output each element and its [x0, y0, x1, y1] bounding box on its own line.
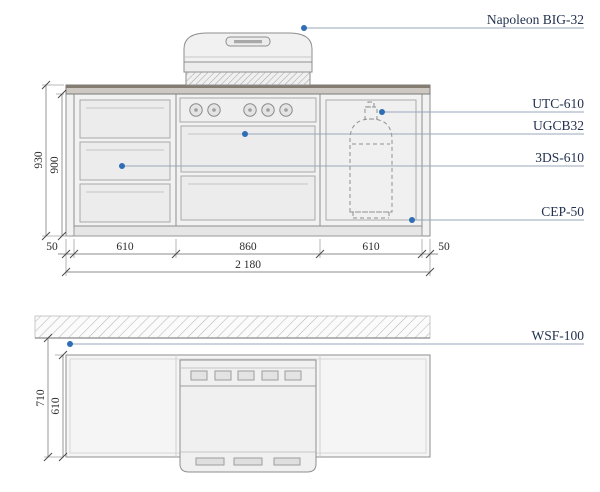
burner-cap: [214, 370, 232, 381]
leader-dot: [67, 341, 73, 347]
depth-dimensions: 710 610: [35, 333, 68, 462]
countertop: [65, 84, 431, 95]
leader-dot: [379, 109, 385, 115]
wsf-leader: WSF-100: [67, 328, 584, 347]
grill-hood: [183, 32, 313, 86]
drawer-front: [79, 99, 171, 139]
cabinet-door: [325, 99, 417, 221]
burner-cap: [284, 370, 302, 381]
dim-total-height: 930: [33, 151, 45, 169]
right-end-panel: [421, 93, 431, 237]
left-end-panel: [65, 93, 75, 237]
front-elevation-view: 930 900 50 610 860 610 50 2 18: [33, 12, 584, 277]
wall-section: [34, 315, 431, 339]
dim-wall-to-front: 710: [35, 389, 47, 407]
dim-left-cabinet: 610: [116, 241, 134, 253]
front-vents: [195, 457, 301, 466]
drawer-front: [79, 141, 171, 181]
dim-right-cabinet: 610: [362, 241, 380, 253]
dim-right-end: 50: [438, 241, 450, 253]
wall-hatch: [35, 316, 430, 338]
drawer-front: [180, 175, 316, 221]
dim-counter-depth: 610: [50, 397, 62, 415]
drawer-front: [180, 125, 316, 173]
bottle-valve: [364, 106, 378, 120]
label-drawer-cabinet: 3DS-610: [535, 150, 584, 165]
dim-total-width: 2 180: [235, 259, 261, 271]
drawer-front: [79, 183, 171, 223]
height-dimensions: 930 900: [33, 80, 72, 241]
hood-base-band: [183, 61, 313, 73]
dim-center-cabinet: 860: [239, 241, 257, 253]
leader-dot: [409, 217, 415, 223]
hood-dome: [183, 32, 313, 63]
grill-cart-cabinet: [175, 93, 321, 227]
leader-dot: [242, 131, 248, 137]
leader-dot: [119, 163, 125, 169]
dim-left-end: 50: [46, 241, 58, 253]
vent-slot: [273, 457, 301, 466]
right-utility-cabinet: [319, 93, 423, 227]
part-leaders: Napoleon BIG-32 UTC-610 UGCB32 3DS-610 C…: [119, 12, 584, 223]
vent-slot: [233, 457, 263, 466]
label-grill-head: Napoleon BIG-32: [487, 12, 584, 27]
vent-slot: [195, 457, 225, 466]
width-dimensions: 50 610 860 610 50 2 180: [46, 239, 450, 277]
leader-dot: [301, 25, 307, 31]
label-wall-spacer: WSF-100: [531, 328, 584, 343]
label-grill-cabinet: UGCB32: [533, 118, 584, 133]
gas-bottle: [349, 101, 393, 219]
burner-cap: [237, 370, 255, 381]
grill-plan: [179, 359, 317, 473]
dim-cabinet-height: 900: [49, 156, 61, 174]
toe-kick: [73, 225, 423, 237]
label-utility-cabinet: UTC-610: [532, 96, 584, 111]
control-knobs: [189, 103, 293, 117]
left-drawer-cabinet: [73, 93, 177, 227]
plan-view: 710 610 WSF-100: [34, 315, 584, 473]
burner-cap: [261, 370, 279, 381]
label-end-panel: CEP-50: [541, 204, 584, 219]
burner-caps: [190, 370, 302, 381]
burner-cap: [190, 370, 208, 381]
